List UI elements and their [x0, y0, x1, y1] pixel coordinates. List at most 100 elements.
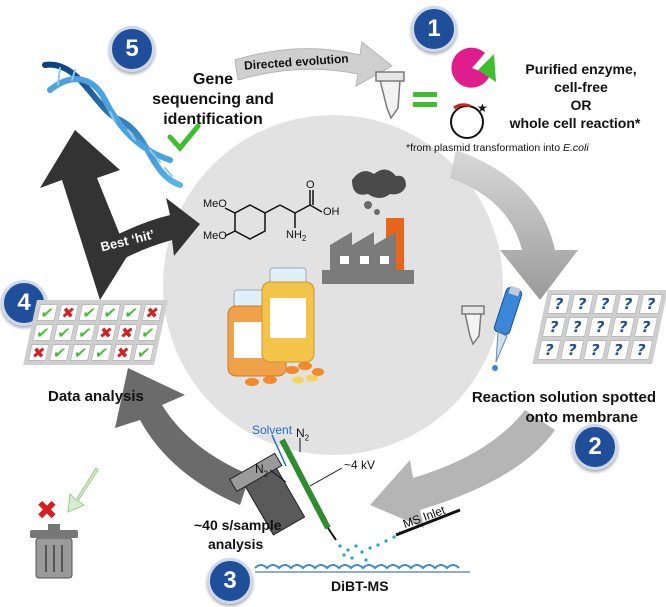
enzyme-icon [451, 47, 496, 88]
grid-cell: ? [628, 340, 654, 360]
step-3-label: ~40 s/sample analysis [194, 516, 282, 554]
ms-inlet-tube [395, 508, 461, 537]
step-1-badge: 1 [411, 6, 457, 52]
grid-cell-hit: ✔ [32, 324, 54, 342]
footnote-text: *from plasmid transformation into [406, 142, 563, 154]
amine-text: NH [286, 229, 302, 241]
results-grid: ✔ ✖ ✔ ✔ ✔ ✖ ✔ ✔ ✔ ✖ ✖ ✔ ✖ ✔ ✔ ✔ ✖ ✔ [23, 300, 168, 365]
grid-cell: ? [592, 294, 618, 314]
step-1-alt: whole cell reaction* [509, 115, 641, 131]
step-1-footnote: *from plasmid transformation into E.coli [406, 142, 589, 154]
n2-left-text: N [255, 462, 264, 476]
grid-cell-hit: ✔ [120, 304, 143, 322]
grid-cell: ? [564, 317, 590, 337]
grid-cell: ? [569, 294, 595, 314]
grid-cell-miss: ✖ [111, 344, 134, 362]
eppendorf-tube-icon [375, 71, 405, 120]
step-2-badge: 2 [572, 424, 618, 470]
footnote-organism: E.coli [562, 142, 589, 154]
grid-cell-miss: ✖ [141, 304, 164, 322]
grid-cell: ? [605, 340, 631, 360]
grid-cell: ? [582, 340, 608, 360]
n2-top-subscript: 2 [304, 433, 310, 443]
grid-cell: ? [536, 340, 562, 360]
step-3-line1: ~40 s/sample [194, 517, 282, 533]
reject-x-icon: ✖ [36, 496, 58, 526]
step-5-line3: identification [163, 111, 263, 128]
n2-left-subscript: 2 [263, 469, 269, 479]
step-2-line2: onto membrane [525, 409, 638, 426]
molecule-structure [224, 190, 323, 240]
grid-cell-hit: ✔ [132, 344, 155, 362]
voltage-label: ~4 kV [344, 458, 376, 472]
directed-evolution-arrow [234, 41, 393, 87]
grid-cell: ? [638, 294, 664, 314]
solvent-label: Solvent [252, 423, 293, 437]
step-1-line1: Purified enzyme, [525, 61, 637, 77]
hydroxyl-label: OH [323, 206, 340, 218]
grid-cell-hit: ✔ [90, 344, 113, 362]
grid-cell-hit: ✔ [137, 324, 159, 342]
step-5-badge: 5 [109, 26, 155, 72]
pill-bottles-icon [227, 267, 324, 386]
step-1-line2: cell-free [554, 79, 608, 95]
dna-helix-icon [42, 61, 183, 188]
n2-top-text: N [296, 426, 305, 440]
grid-cell-hit: ✔ [69, 344, 92, 362]
grid-cell: ? [546, 294, 572, 314]
methoxy-1-label: MeO [203, 198, 227, 210]
step-1-or: OR [570, 97, 592, 113]
method-label: DiBT-MS [331, 578, 389, 594]
n2-top-label: N2 [296, 426, 309, 442]
grid-cell: ? [615, 294, 641, 314]
step-5-line2: sequencing and [152, 91, 274, 108]
equals-icon [413, 92, 437, 107]
membrane-surface [254, 564, 460, 570]
solvent-pointer [271, 434, 287, 467]
trash-can-icon [30, 524, 78, 579]
grid-cell: ? [541, 317, 567, 337]
check-icon [167, 123, 201, 152]
step-3-badge: 3 [207, 558, 253, 604]
step-1-label: Purified enzyme, cell-free OR whole cell… [506, 60, 656, 132]
step-2-label: Reaction solution spotted onto membrane [436, 388, 656, 428]
factory-icon [322, 169, 414, 284]
grid-cell-miss: ✖ [27, 344, 50, 362]
grid-cell-miss: ✖ [95, 324, 117, 342]
pipette-icon [492, 285, 523, 371]
step-2-line1: Reaction solution spotted [471, 389, 656, 406]
arrow-step3-to-4 [115, 368, 250, 505]
spray-plume [338, 531, 402, 562]
emitter-needle [279, 438, 331, 530]
sample-tube-icon [461, 305, 485, 346]
arrow-step2-to-3 [370, 410, 555, 528]
grid-cell: ? [587, 317, 613, 337]
grid-cell-hit: ✔ [74, 324, 96, 342]
grid-cell-miss: ✖ [116, 324, 138, 342]
plasmid-icon: ★ [450, 101, 488, 139]
grid-cell: ? [610, 317, 636, 337]
step-5-line1: Gene [192, 71, 233, 88]
dibt-ion-source [229, 434, 343, 541]
grid-cell-miss: ✖ [57, 304, 80, 322]
amine-subscript: 2 [301, 234, 307, 244]
arrow-step1-to-2 [450, 150, 578, 300]
carbonyl-o-label: O [306, 179, 315, 191]
amine-label: NH2 [286, 229, 306, 243]
arrow-step4-to-5 [40, 130, 128, 300]
step-4-label: Data analysis [48, 388, 144, 405]
step-3-line2: analysis [208, 536, 264, 552]
grid-cell-hit: ✔ [36, 304, 59, 322]
svg-text:★: ★ [477, 101, 488, 115]
grid-cell-hit: ✔ [53, 324, 75, 342]
best-hit-arrow [90, 198, 200, 270]
discard-arrow [67, 467, 99, 513]
step-5-label: Gene sequencing and identification [150, 70, 276, 130]
grid-cell-hit: ✔ [99, 304, 122, 322]
n2-left-label: N2 [255, 462, 268, 478]
grid-cell-hit: ✔ [78, 304, 101, 322]
grid-cell: ? [633, 317, 659, 337]
methoxy-2-label: MeO [203, 230, 227, 242]
grid-cell: ? [559, 340, 585, 360]
grid-cell-hit: ✔ [48, 344, 71, 362]
